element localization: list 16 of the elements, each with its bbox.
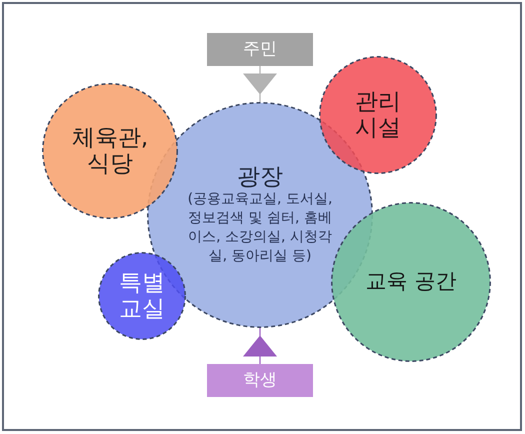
arrow xyxy=(243,66,277,102)
zone-label: 광장 xyxy=(237,164,283,190)
actor-label: 학생 xyxy=(243,370,277,390)
zone-circle xyxy=(319,56,437,174)
zone-circle xyxy=(42,83,178,219)
zone-label: 관리 시설 xyxy=(354,89,402,141)
arrow xyxy=(243,328,277,364)
zone-label: 교육 공간 xyxy=(366,270,456,294)
actor-box xyxy=(207,364,313,397)
zone-label: 특별 교실 xyxy=(118,270,166,322)
zone-circle xyxy=(98,252,186,340)
actor-box xyxy=(207,33,313,66)
zone-circle xyxy=(331,202,491,362)
actor-label: 주민 xyxy=(243,40,277,60)
zone-label: 체육관, 식당 xyxy=(70,125,150,177)
zone-description: (공용교육교실, 도서실, 정보검색 및 쉼터, 홈베이스, 소강의실, 시청각실, 동아리실 등) xyxy=(187,190,333,266)
